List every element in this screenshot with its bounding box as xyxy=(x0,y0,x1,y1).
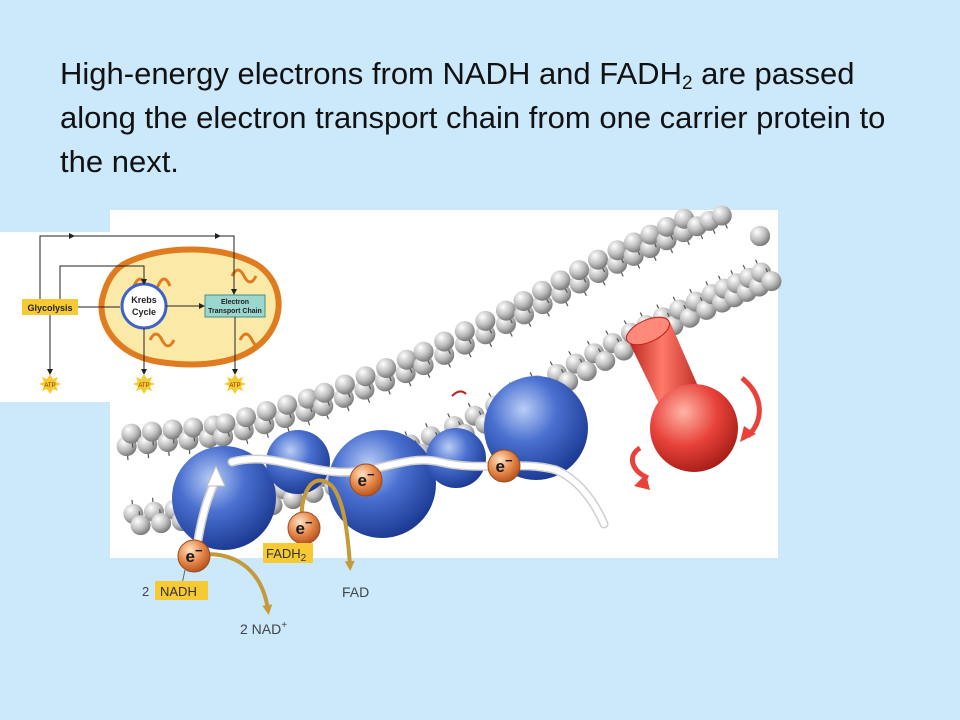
lipid-head xyxy=(151,513,172,534)
lipid-head xyxy=(595,350,616,371)
krebs-label-2: Cycle xyxy=(132,307,156,317)
lipid-head xyxy=(183,417,204,438)
atp-synthase xyxy=(626,316,762,490)
lipid-head xyxy=(130,515,151,536)
squiggle-mark xyxy=(451,390,467,397)
title-text-2: are passed along the electron transport … xyxy=(60,56,886,179)
lipid-head xyxy=(711,205,732,226)
electron-charge: − xyxy=(195,543,203,558)
lipid-head xyxy=(334,374,355,395)
lipid-head xyxy=(314,382,335,403)
lipid-head xyxy=(696,299,717,320)
lipid-head xyxy=(283,489,304,510)
lipid-head xyxy=(656,216,677,237)
electron-path-arrow xyxy=(193,454,609,545)
electron-charge: − xyxy=(367,467,375,482)
lipid-head xyxy=(640,224,661,245)
fadh-subscript: 2 xyxy=(301,553,307,564)
lipid-head xyxy=(532,280,553,301)
svg-text:e−: e− xyxy=(185,543,202,566)
lipid-head xyxy=(396,349,417,370)
lipid-head xyxy=(761,271,782,292)
lipid-head xyxy=(376,358,397,379)
electron-4: e− xyxy=(487,449,521,483)
electron-label: e xyxy=(295,519,304,538)
electron-charge: − xyxy=(505,453,513,468)
lipid-head xyxy=(623,232,644,253)
atp-burst-3: ATP xyxy=(224,374,246,394)
lipid-head xyxy=(454,321,475,342)
lipid-head xyxy=(750,226,770,246)
lipid-head xyxy=(569,260,590,281)
slide-title: High-energy electrons from NADH and FADH… xyxy=(60,52,930,184)
nadh-count: 2 xyxy=(142,584,149,599)
nadh-label: 2 NADH xyxy=(142,581,208,600)
svg-text:e−: e− xyxy=(495,453,512,476)
nad-charge: + xyxy=(281,620,287,631)
lipid-head xyxy=(277,394,298,415)
lipid-head xyxy=(434,331,455,352)
fadh2-label: FADH2 xyxy=(263,543,313,564)
nad-label: 2 NAD+ xyxy=(240,620,287,637)
lipid-head xyxy=(355,366,376,387)
atp-burst-2: ATP xyxy=(133,374,155,394)
lipid-head xyxy=(550,270,571,291)
electron-1: e− xyxy=(177,539,211,573)
svg-text:e−: e− xyxy=(357,467,374,490)
electron-label: e xyxy=(185,547,194,566)
electron-label: e xyxy=(357,471,366,490)
respiration-inset: Krebs Cycle Electron Transport Chain Gly… xyxy=(0,232,282,402)
glycolysis-label: Glycolysis xyxy=(27,303,72,313)
svg-text:e−: e− xyxy=(295,515,312,538)
atp-burst-1: ATP xyxy=(39,374,61,394)
atp-label-1: ATP xyxy=(44,383,55,389)
lipid-head xyxy=(141,421,162,442)
nadh-text: NADH xyxy=(160,584,197,599)
lipid-head xyxy=(297,388,318,409)
krebs-cycle-circle xyxy=(120,282,168,330)
nad-text: 2 NAD xyxy=(240,621,281,637)
title-subscript: 2 xyxy=(681,73,693,94)
atp-label-2: ATP xyxy=(138,383,149,389)
lipid-head xyxy=(162,419,183,440)
atp-label-3: ATP xyxy=(229,383,240,389)
etc-label-1: Electron xyxy=(221,299,249,306)
etc-label-2: Transport Chain xyxy=(208,308,262,315)
lipid-head xyxy=(613,340,634,361)
svg-text:FADH2: FADH2 xyxy=(266,546,307,564)
lipid-head xyxy=(413,341,434,362)
lipid-head xyxy=(215,413,236,434)
electron-3: e− xyxy=(349,463,383,497)
lipid-head xyxy=(679,307,700,328)
lipid-head xyxy=(513,290,534,311)
fadh-arrow xyxy=(299,478,355,571)
electron-label: e xyxy=(495,457,504,476)
electron-2: e− xyxy=(287,511,321,545)
krebs-label-1: Krebs xyxy=(131,295,157,305)
lipid-head xyxy=(495,300,516,321)
lipid-head xyxy=(121,423,142,444)
lipid-head xyxy=(587,249,608,270)
fadh-text: FADH xyxy=(266,546,301,561)
glycolysis-box xyxy=(22,299,78,315)
lipid-head xyxy=(256,400,277,421)
carrier-protein-4 xyxy=(426,428,486,488)
fad-label: FAD xyxy=(342,584,369,600)
electron-charge: − xyxy=(305,515,313,530)
lipid-head xyxy=(607,240,628,261)
lipid-head xyxy=(475,310,496,331)
lipid-head xyxy=(576,361,597,382)
lipid-head xyxy=(236,407,257,428)
title-text-1: High-energy electrons from NADH and FADH xyxy=(60,56,682,91)
